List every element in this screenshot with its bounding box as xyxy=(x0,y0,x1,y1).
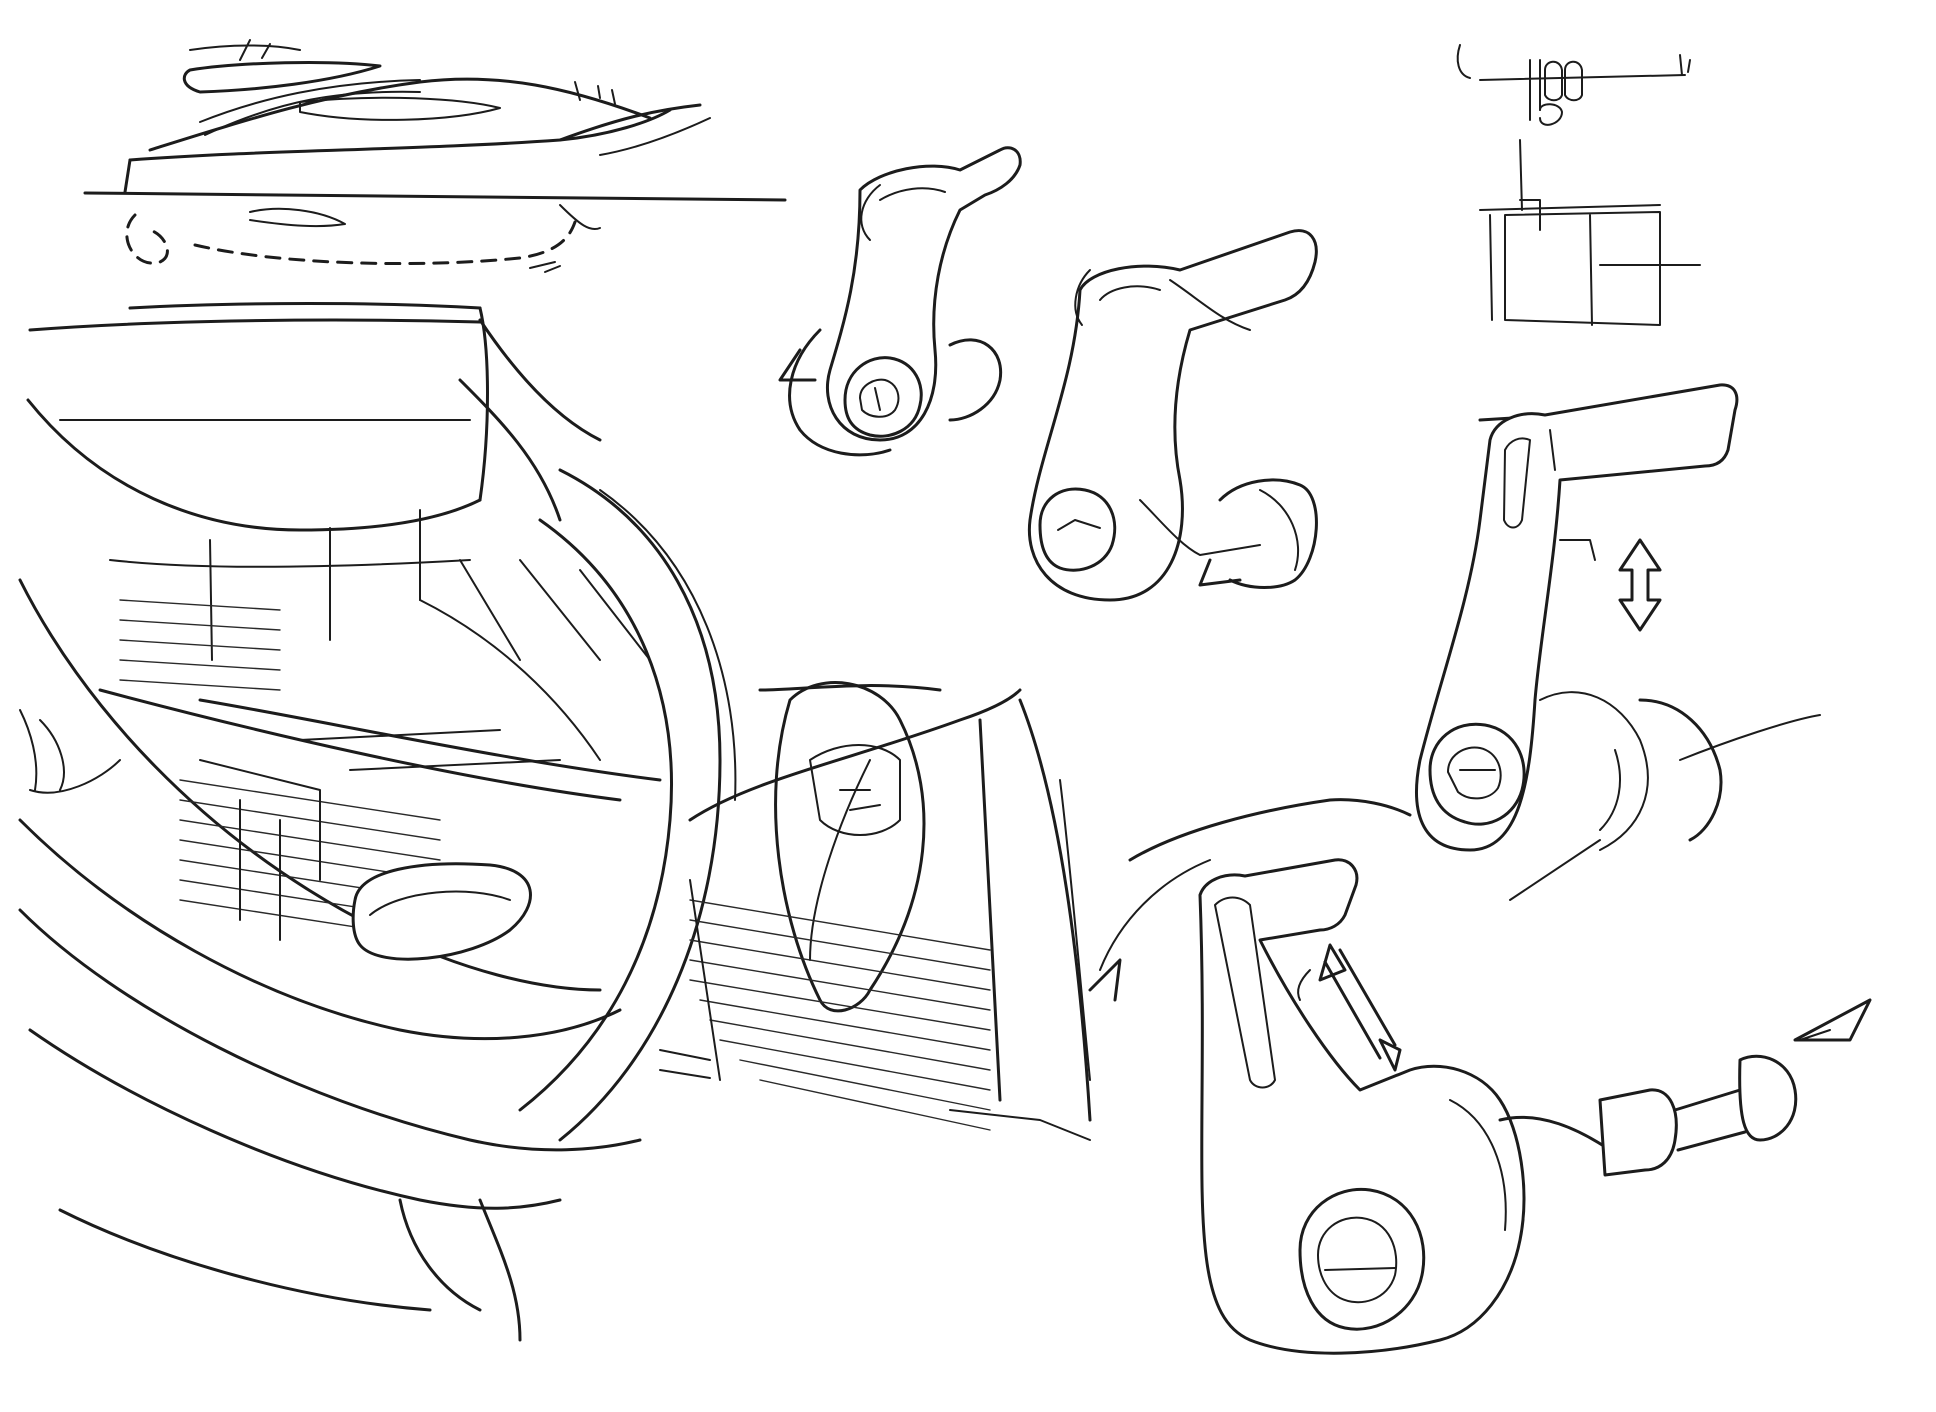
orthographic-detail xyxy=(1456,44,1701,326)
aft-deck-perspective xyxy=(18,302,1092,1342)
crank-handle-study-1 xyxy=(778,146,1022,457)
yacht-side-profile xyxy=(83,39,787,273)
crank-handle-study-3 xyxy=(1415,383,1821,901)
crank-handle-study-2 xyxy=(1027,229,1318,602)
crank-handle-study-4 xyxy=(1088,798,1872,1355)
edge-mark xyxy=(19,709,38,791)
